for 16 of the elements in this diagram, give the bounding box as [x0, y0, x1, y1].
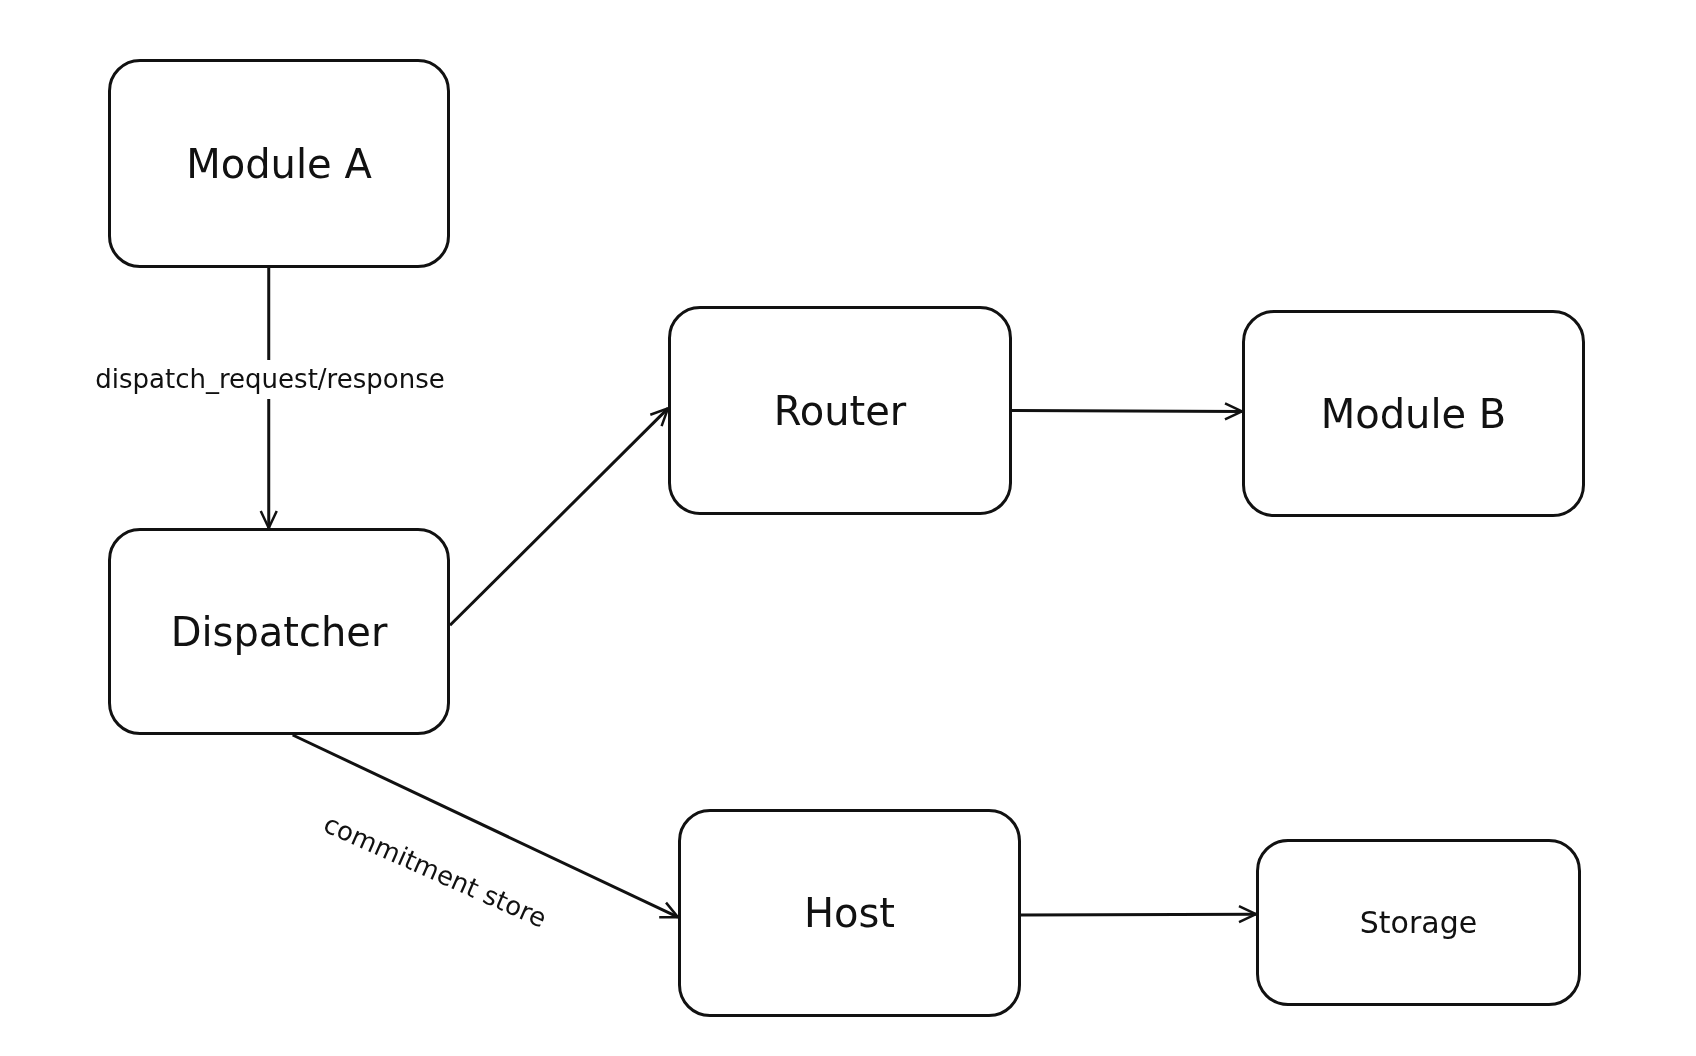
arrow — [292, 733, 680, 919]
box-label: Storage — [1359, 905, 1478, 940]
box-label: Host — [803, 890, 896, 936]
box-label: Router — [773, 387, 907, 434]
arrow — [448, 407, 670, 627]
process-box — [108, 528, 450, 735]
process-box — [1256, 839, 1581, 1006]
arrow — [1012, 402, 1244, 421]
arrow — [1021, 904, 1258, 924]
box-label: Module B — [1320, 390, 1507, 437]
process-box — [1242, 310, 1585, 517]
box-label: Dispatcher — [170, 608, 388, 655]
process-box — [108, 59, 450, 268]
process-box — [678, 809, 1021, 1017]
box-label: Module A — [186, 140, 372, 187]
process-box — [668, 306, 1012, 515]
